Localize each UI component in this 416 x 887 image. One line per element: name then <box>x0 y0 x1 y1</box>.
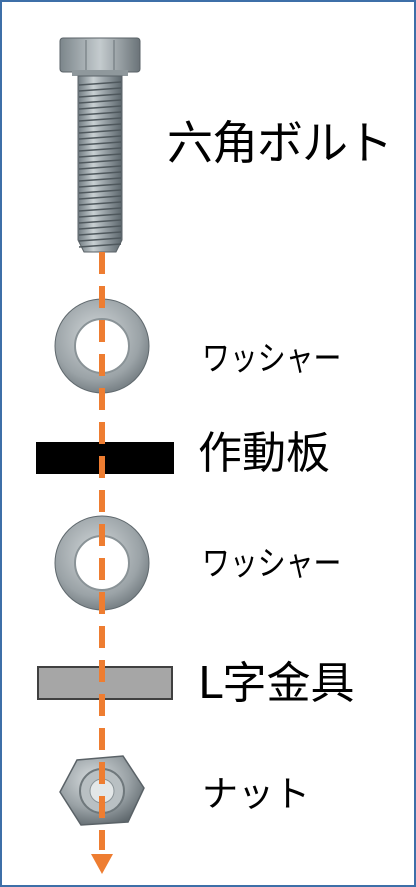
thread-line <box>78 99 122 104</box>
thread-line <box>78 141 122 146</box>
thread-line <box>78 111 122 116</box>
thread-line <box>78 129 122 134</box>
thread-line <box>78 147 122 152</box>
thread-line <box>78 165 122 170</box>
thread-line <box>78 105 122 110</box>
thread-line <box>78 237 122 242</box>
thread-line <box>78 183 122 188</box>
hex-bolt-icon <box>59 37 141 253</box>
hex-nut-icon <box>59 755 145 826</box>
label-nut: ナット <box>202 774 311 815</box>
label-l-bracket: L字金具 <box>198 658 355 709</box>
thread-line <box>78 243 122 248</box>
thread-line <box>78 177 122 182</box>
thread-line <box>78 207 122 212</box>
thread-line <box>78 159 122 164</box>
axis-arrow-icon <box>91 854 113 874</box>
thread-line <box>78 225 122 230</box>
label-hex-bolt: 六角ボルト <box>167 116 393 170</box>
bolt-head <box>59 37 141 73</box>
thread-line <box>78 117 122 122</box>
label-actuating-plate: 作動板 <box>198 428 330 479</box>
thread-line <box>78 81 122 86</box>
thread-line <box>78 195 122 200</box>
thread-line <box>78 87 122 92</box>
thread-line <box>78 135 122 140</box>
thread-line <box>78 201 122 206</box>
label-washer-bottom: ワッシャー <box>202 544 342 584</box>
thread-line <box>78 213 122 218</box>
thread-line <box>78 93 122 98</box>
thread-line <box>78 219 122 224</box>
washer-top-icon <box>54 298 150 394</box>
thread-line <box>78 231 122 236</box>
thread-line <box>78 171 122 176</box>
thread-line <box>78 123 122 128</box>
bolt-threads <box>78 81 122 248</box>
thread-line <box>78 153 122 158</box>
thread-line <box>78 189 122 194</box>
label-washer-top: ワッシャー <box>202 339 342 379</box>
